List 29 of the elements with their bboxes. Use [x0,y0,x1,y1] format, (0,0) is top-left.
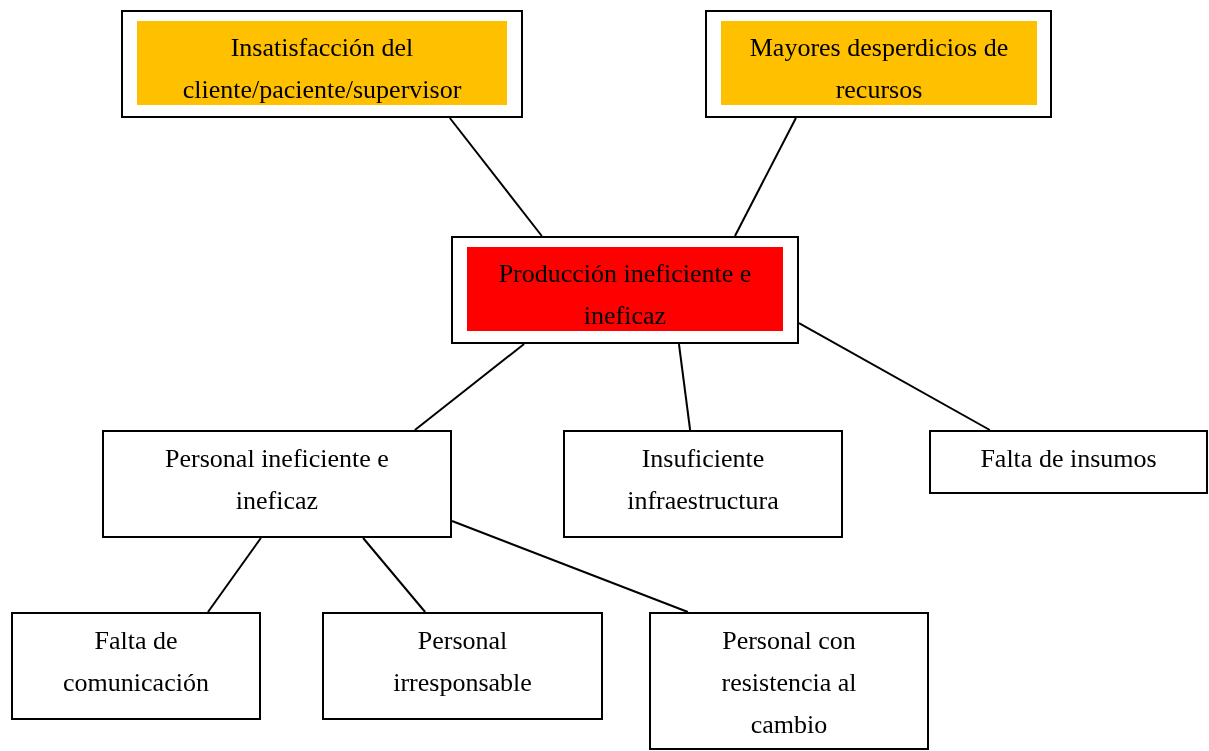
highlight-box [137,21,507,105]
connector-line [451,520,689,613]
node-text: Producción ineficiente e ineficaz [497,258,753,332]
connector-line [448,117,543,237]
node-text: Falta de comunicación [62,625,210,699]
cause-box [563,430,843,538]
node-text: Insatisfacción del cliente/paciente/supervisor [181,32,463,106]
connector-line [677,343,692,431]
node-text: Personal irresponsable [392,625,533,699]
cause-box [649,612,929,750]
frame-box [451,236,799,344]
connector-line [798,322,991,431]
cause-box [322,612,603,720]
connector-line [207,537,262,613]
cause-box [929,430,1208,494]
connector-line [733,117,797,237]
frame-box [121,10,523,118]
connector-line [413,343,526,431]
highlight-box [721,21,1037,105]
node-text: Personal ineficiente e ineficaz [164,443,390,517]
node-text: Falta de insumos [979,443,1158,475]
cause-box [102,430,452,538]
node-text: Mayores desperdicios de recursos [748,32,1010,106]
node-text: Personal con resistencia al cambio [720,625,858,741]
frame-box [705,10,1052,118]
cause-box [11,612,261,720]
node-text: Insuficiente infraestructura [626,443,780,517]
highlight-box [467,247,783,331]
connector-line [362,537,427,613]
